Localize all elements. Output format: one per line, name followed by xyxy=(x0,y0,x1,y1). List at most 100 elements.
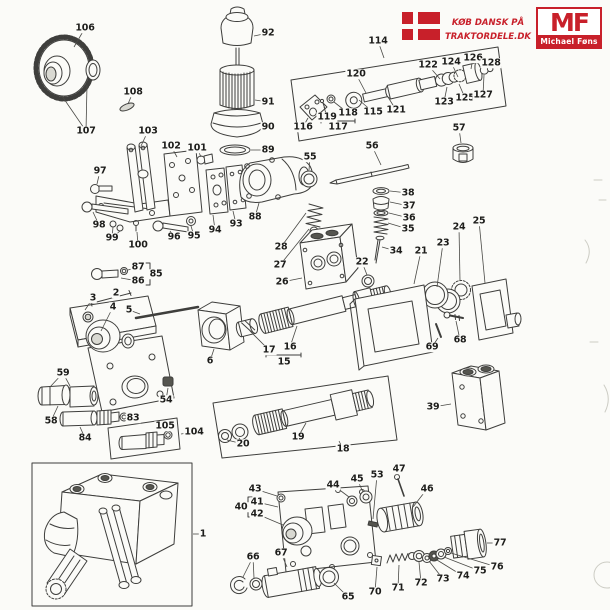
part-label-39: 39 xyxy=(425,401,441,413)
part-label-58: 58 xyxy=(43,415,59,427)
part-label-94: 94 xyxy=(207,224,223,236)
part-label-57: 57 xyxy=(451,122,467,134)
part-label-99: 99 xyxy=(104,232,120,244)
part-key-108 xyxy=(119,102,135,112)
part-pushrod-5 xyxy=(134,305,200,320)
part-label-108: 108 xyxy=(122,86,144,98)
part-label-72: 72 xyxy=(413,577,429,589)
part-pin-47 xyxy=(394,474,405,497)
scan-artifacts xyxy=(584,179,610,589)
part-label-65: 65 xyxy=(340,591,356,603)
part-label-27: 27 xyxy=(272,259,288,271)
part-label-15: 15 xyxy=(276,356,292,368)
inset-box-104 xyxy=(107,417,181,460)
part-label-75: 75 xyxy=(472,565,488,577)
part-label-73: 73 xyxy=(435,573,451,585)
part-label-19: 19 xyxy=(290,431,306,443)
part-valve-block-26 xyxy=(299,223,375,290)
part-label-77: 77 xyxy=(492,537,508,549)
part-end-cover-39 xyxy=(451,364,506,431)
mf-logo-text: MF xyxy=(550,8,590,37)
part-label-95: 95 xyxy=(186,230,202,242)
part-label-42: 42 xyxy=(249,508,265,520)
part-fittings-58-59 xyxy=(37,384,99,408)
leader-line-25 xyxy=(478,220,486,284)
part-label-55: 55 xyxy=(302,151,318,163)
part-label-118: 118 xyxy=(337,107,359,119)
part-label-2: 2 xyxy=(111,287,121,299)
part-valve-body-4 xyxy=(85,319,175,413)
part-label-17: 17 xyxy=(261,344,277,356)
tagline-line1: KØB DANSK PÅ xyxy=(451,18,525,28)
leader-line-28 xyxy=(280,212,307,248)
part-label-28: 28 xyxy=(273,241,289,253)
part-label-88: 88 xyxy=(247,211,263,223)
part-seal-22 xyxy=(361,274,375,288)
part-gear-106 xyxy=(33,34,135,112)
part-label-96: 96 xyxy=(166,231,182,243)
part-label-3: 3 xyxy=(88,292,98,304)
part-label-67: 67 xyxy=(273,547,289,559)
part-valve-65-67 xyxy=(230,566,339,598)
part-label-126: 126 xyxy=(462,52,484,64)
part-label-21: 21 xyxy=(413,245,429,257)
leader-line-24 xyxy=(458,226,461,282)
part-valve-plate-40-43 xyxy=(276,485,377,573)
tagline: KØB DANSK PÅ TRAKTORDELE.DK xyxy=(445,16,531,44)
part-label-44: 44 xyxy=(325,479,341,491)
part-label-34: 34 xyxy=(388,245,404,257)
part-label-66: 66 xyxy=(245,551,261,563)
part-bolt-kit-85-87 xyxy=(91,267,128,280)
part-valve-kit-34-38 xyxy=(372,187,390,264)
part-label-90: 90 xyxy=(260,121,276,133)
part-unload-valve-70-76 xyxy=(370,547,452,567)
part-fitting-77 xyxy=(450,528,487,560)
part-label-100: 100 xyxy=(127,239,149,251)
part-label-85: 85 xyxy=(148,268,164,280)
part-end-plate-25 xyxy=(471,278,522,341)
part-label-5: 5 xyxy=(124,304,134,316)
part-label-119: 119 xyxy=(316,111,338,123)
part-rod-56 xyxy=(329,164,410,185)
part-label-25: 25 xyxy=(471,215,487,227)
part-label-23: 23 xyxy=(435,237,451,249)
part-label-47: 47 xyxy=(391,463,407,475)
part-label-93: 93 xyxy=(228,218,244,230)
part-label-117: 117 xyxy=(327,121,349,133)
leader-line-21 xyxy=(413,250,422,285)
part-label-54: 54 xyxy=(158,394,174,406)
leader-line-23 xyxy=(436,242,444,288)
part-ram-housing-21 xyxy=(349,284,434,371)
part-label-84: 84 xyxy=(77,432,93,444)
part-label-123: 123 xyxy=(433,96,455,108)
part-label-37: 37 xyxy=(401,200,417,212)
part-label-71: 71 xyxy=(390,582,406,594)
part-label-16: 16 xyxy=(282,341,298,353)
part-pin-53 xyxy=(367,520,379,528)
leader-line-76 xyxy=(450,552,498,568)
leader-line-53 xyxy=(372,474,378,520)
part-label-120: 120 xyxy=(345,68,367,80)
part-label-22: 22 xyxy=(354,256,370,268)
part-pin-69-screw-68 xyxy=(435,311,464,338)
part-label-38: 38 xyxy=(400,187,416,199)
part-label-18: 18 xyxy=(335,443,351,455)
part-label-4: 4 xyxy=(108,301,118,313)
part-label-59: 59 xyxy=(55,367,71,379)
part-label-87: 87 xyxy=(130,261,146,273)
part-label-76: 76 xyxy=(489,561,505,573)
part-label-56: 56 xyxy=(364,140,380,152)
danish-flag-icon xyxy=(401,12,440,40)
part-label-24: 24 xyxy=(451,221,467,233)
part-label-26: 26 xyxy=(274,276,290,288)
leader-line-27 xyxy=(279,228,310,266)
part-label-68: 68 xyxy=(452,334,468,346)
tagline-line2: TRAKTORDELE.DK xyxy=(444,32,531,43)
part-label-121: 121 xyxy=(385,104,407,116)
part-seal-rings-23-24 xyxy=(421,280,471,314)
part-label-70: 70 xyxy=(367,586,383,598)
part-label-36: 36 xyxy=(401,212,417,224)
part-label-86: 86 xyxy=(130,275,146,287)
part-pump-assembly-1 xyxy=(43,473,179,600)
